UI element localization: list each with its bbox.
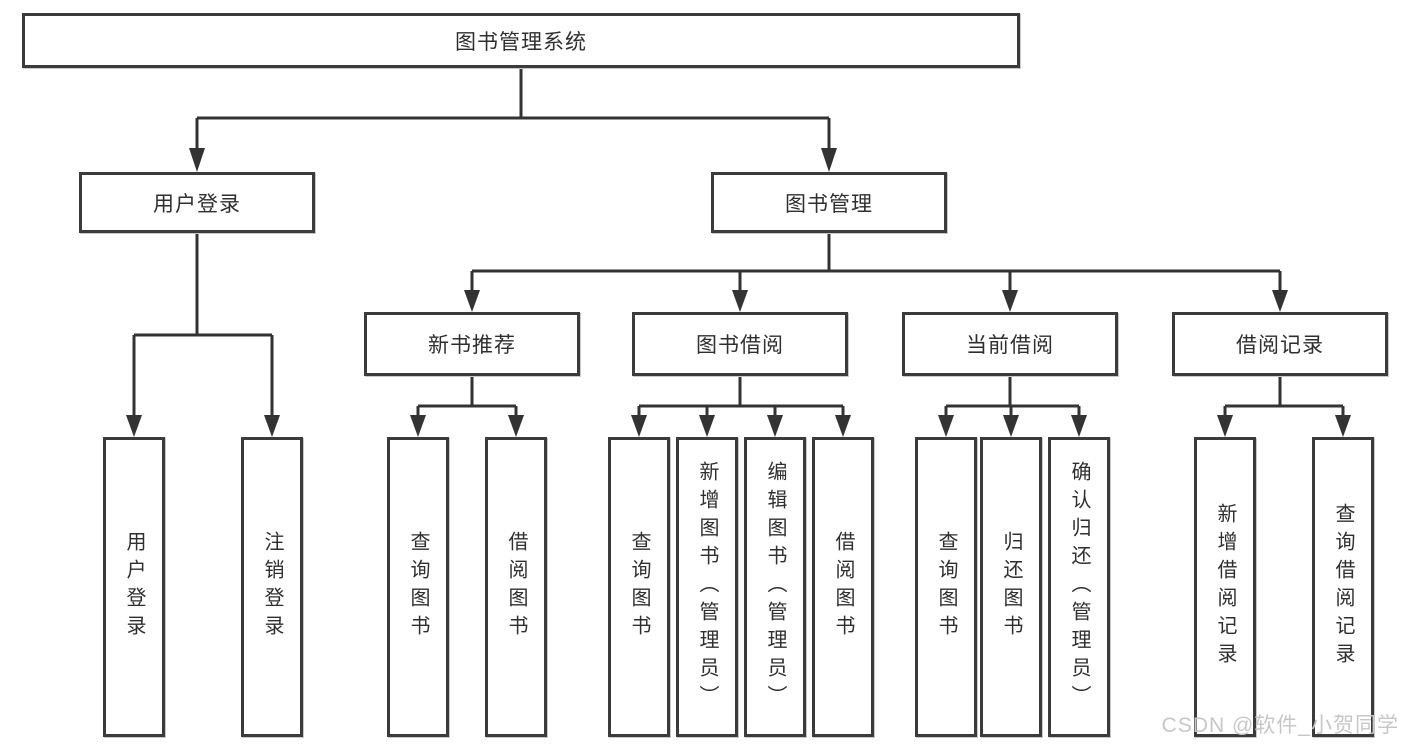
leaf-user-login: 用户登录 [103, 437, 165, 737]
node-label: 编辑图书（管理员） [764, 461, 786, 713]
node-label: 图书管理系统 [455, 30, 587, 54]
leaf-edit-books-admin: 编辑图书（管理员） [744, 437, 806, 737]
node-label: 查询借阅记录 [1332, 503, 1354, 671]
connector-userlogin-to-leaves [132, 233, 274, 415]
connector-recommend-to-leaves [416, 376, 518, 415]
leaf-query-books-borrow: 查询图书 [608, 437, 670, 737]
node-label: 当前借阅 [966, 334, 1054, 357]
node-label: 用户登录 [123, 531, 145, 643]
leaf-borrow-books-recommend: 借阅图书 [485, 437, 547, 737]
node-system-root: 图书管理系统 [22, 13, 1020, 68]
node-label: 查询图书 [407, 531, 429, 643]
node-current-borrow: 当前借阅 [902, 312, 1118, 376]
leaf-logout: 注销登录 [241, 437, 303, 737]
node-label: 借阅图书 [832, 531, 854, 643]
connector-records-to-leaves [1223, 376, 1345, 415]
leaf-borrow-books: 借阅图书 [812, 437, 874, 737]
node-label: 归还图书 [1000, 531, 1022, 643]
leaf-query-borrow-record: 查询借阅记录 [1312, 437, 1374, 737]
node-label: 查询图书 [935, 531, 957, 643]
node-label: 图书借阅 [696, 334, 784, 357]
node-label: 确认归还（管理员） [1068, 461, 1090, 713]
connector-current-to-leaves [944, 376, 1081, 415]
leaf-add-books-admin: 新增图书（管理员） [676, 437, 738, 737]
leaf-return-books: 归还图书 [980, 437, 1042, 737]
leaf-query-books-current: 查询图书 [915, 437, 977, 737]
node-label: 新增图书（管理员） [696, 461, 718, 713]
node-book-management: 图书管理 [711, 172, 947, 233]
node-label: 新增借阅记录 [1214, 503, 1236, 671]
arrowheads [126, 148, 1351, 437]
node-label: 查询图书 [628, 531, 650, 643]
leaf-query-books-recommend: 查询图书 [387, 437, 449, 737]
node-book-borrow: 图书借阅 [632, 312, 848, 376]
node-borrow-records: 借阅记录 [1172, 312, 1388, 376]
leaf-add-borrow-record: 新增借阅记录 [1194, 437, 1256, 737]
node-label: 用户登录 [153, 192, 241, 216]
node-user-login: 用户登录 [79, 172, 315, 233]
node-label: 借阅记录 [1236, 334, 1324, 357]
node-label: 新书推荐 [428, 334, 516, 357]
node-label: 注销登录 [261, 531, 283, 643]
node-new-book-recommend: 新书推荐 [364, 312, 580, 376]
node-label: 图书管理 [785, 192, 873, 216]
node-label: 借阅图书 [505, 531, 527, 643]
connector-borrow-to-leaves [637, 376, 845, 415]
connector-root-to-level2 [195, 68, 831, 150]
csdn-watermark: CSDN @软件_小贺同学 [1161, 714, 1399, 737]
leaf-confirm-return-admin: 确认归还（管理员） [1048, 437, 1110, 737]
connector-bookmgmt-to-level3 [470, 233, 1282, 292]
